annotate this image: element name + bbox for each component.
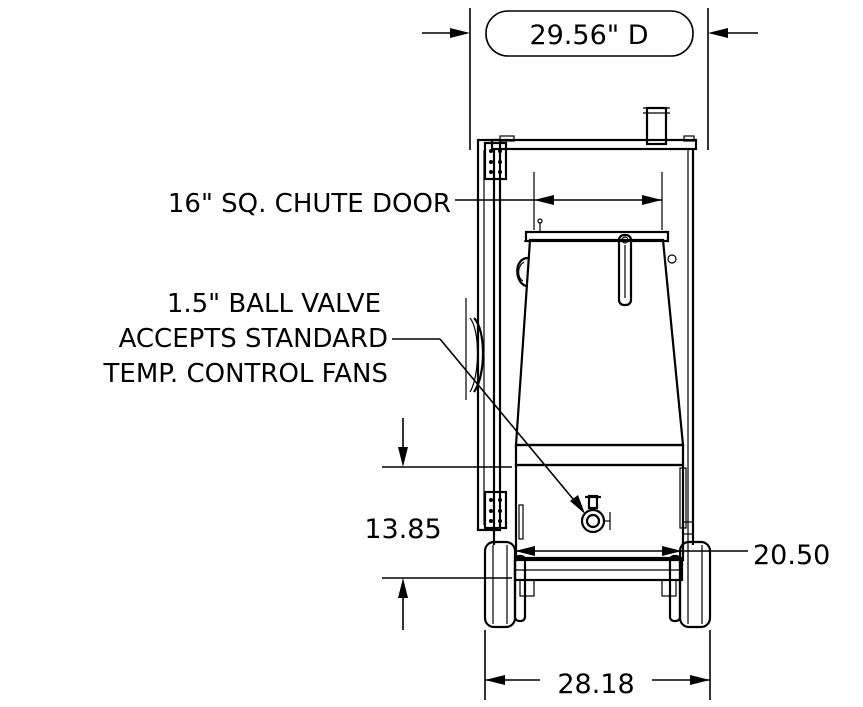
upper-hinge xyxy=(483,141,508,181)
height-label: 13.85 xyxy=(364,514,441,545)
lower-band xyxy=(514,443,685,467)
inner-width-label: 20.50 xyxy=(753,540,830,571)
chute-door-callout: 16" SQ. CHUTE DOOR xyxy=(168,172,663,230)
ball-valve-callout: 1.5" BALL VALVE ACCEPTS STANDARD TEMP. C… xyxy=(103,289,585,514)
chute-latch xyxy=(617,233,633,307)
outer-width-label: 28.18 xyxy=(557,669,634,700)
chute xyxy=(514,238,685,447)
door-handle xyxy=(473,317,485,393)
lower-box xyxy=(514,463,685,562)
valve-label-line3: TEMP. CONTROL FANS xyxy=(103,359,388,389)
base-frame xyxy=(513,556,684,582)
chute-door-label: 16" SQ. CHUTE DOOR xyxy=(168,189,451,219)
depth-dimension: 29.56" D xyxy=(422,8,758,150)
depth-label: 29.56" D xyxy=(529,20,648,51)
lower-hinge xyxy=(483,490,508,530)
valve-label-line2: ACCEPTS STANDARD xyxy=(119,324,388,354)
left-wheel xyxy=(483,540,527,629)
outer-width-dimension: 28.18 xyxy=(484,630,711,700)
top-cover xyxy=(490,138,698,151)
cart-body xyxy=(465,106,712,629)
door-panel xyxy=(476,138,502,532)
right-wheel xyxy=(668,540,712,629)
ball-valve xyxy=(580,494,611,534)
depth-arrow-left xyxy=(450,28,470,38)
inner-width-dimension: 20.50 xyxy=(515,540,830,571)
depth-arrow-right xyxy=(708,28,728,38)
height-dimension: 13.85 xyxy=(364,418,512,630)
chute-hook xyxy=(516,256,529,288)
hex-nut xyxy=(667,254,677,264)
depth-label-frame xyxy=(485,10,694,57)
valve-label-line1: 1.5" BALL VALVE xyxy=(167,289,381,319)
